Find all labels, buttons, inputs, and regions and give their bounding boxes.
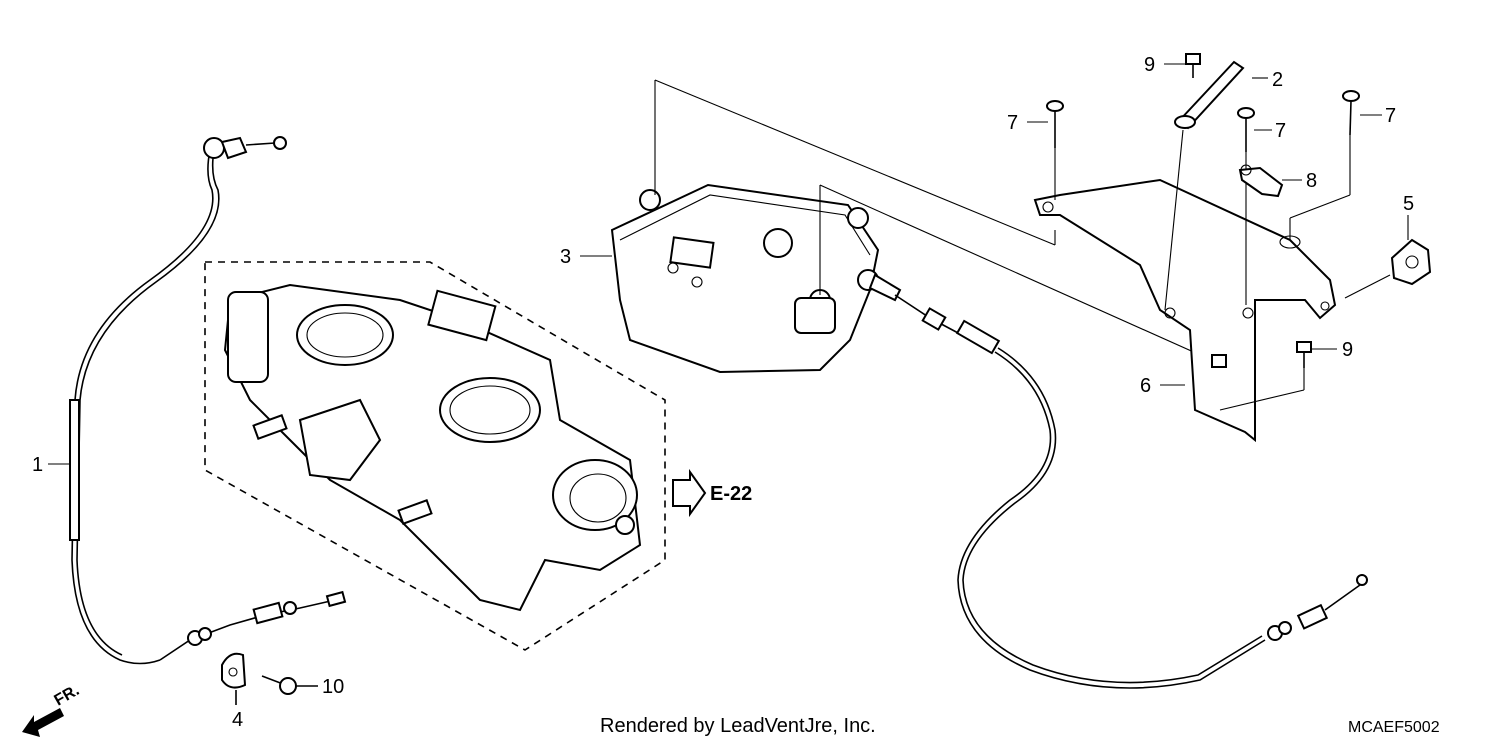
control-cable-part [857,269,1368,689]
grommet-part-5 [1344,215,1432,299]
throttle-body-assembly [204,261,666,651]
callout-5: 5 [1403,193,1414,215]
reference-arrow-e22 [672,468,707,518]
callout-9-top: 9 [1144,54,1155,76]
cable-clamp-part [221,652,247,705]
callout-4: 4 [232,709,243,731]
callout-6: 6 [1140,375,1151,397]
throttle-cable-part [69,136,347,665]
callout-7-middle: 7 [1275,120,1286,142]
callout-7-right: 7 [1385,105,1396,127]
bolt-parts-9 [1185,53,1312,411]
reference-label: E-22 [710,483,752,505]
callout-2: 2 [1272,69,1283,91]
control-unit-part [610,79,1246,376]
clip-part-8 [1238,164,1284,198]
front-direction-arrow-icon [22,708,64,737]
callout-10: 10 [322,676,344,698]
diagram-code: MCAEF5002 [1348,719,1440,736]
callout-8: 8 [1306,170,1317,192]
bolt-part-10 [261,675,318,695]
mounting-bracket-part [1033,178,1337,443]
front-marker-label: FR. [52,682,83,710]
callout-3: 3 [560,246,571,268]
callout-7-left: 7 [1007,112,1018,134]
leader-lines [48,63,1382,465]
callout-1: 1 [32,454,43,476]
callout-9-bottom: 9 [1342,339,1353,361]
credit-text: Rendered by LeadVentJre, Inc. [600,715,876,737]
strap-part [1164,60,1245,311]
